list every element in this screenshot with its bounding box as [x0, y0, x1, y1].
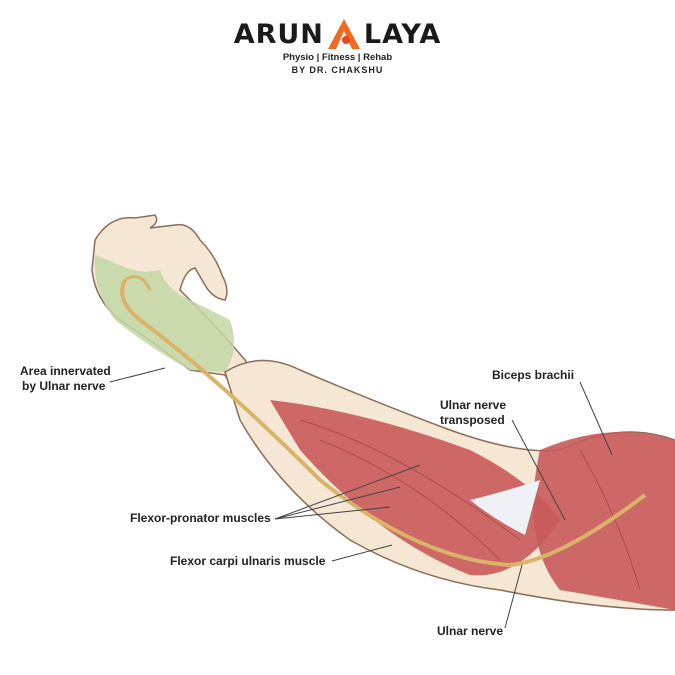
biceps-brachii	[533, 432, 675, 610]
logo-byline: BY DR. CHAKSHU	[291, 65, 384, 75]
label-line: transposed	[440, 413, 505, 427]
label-ulnar-nerve: Ulnar nerve	[437, 624, 504, 638]
logo-a-icon	[327, 19, 360, 49]
label-flexor-pronator: Flexor-pronator muscles	[130, 511, 271, 525]
logo-tagline: Physio | Fitness | Rehab	[282, 52, 393, 63]
logo: ARUN LAYA Physio | Fitness | Rehab BY DR…	[0, 18, 675, 76]
label-area-innervated: Area innervated by Ulnar nerve	[20, 364, 111, 394]
logo-wordmark: ARUN LAYA	[0, 18, 675, 50]
logo-name-right: LAYA	[363, 18, 442, 50]
flexor-pronator-muscles	[270, 400, 560, 576]
ulnar-nerve	[120, 279, 647, 568]
label-ulnar-transposed: Ulnar nerve transposed	[440, 398, 506, 428]
label-line: Ulnar nerve	[440, 398, 507, 412]
label-line: Area innervated	[20, 364, 111, 378]
label-biceps: Biceps brachii	[492, 368, 575, 382]
logo-name-left: ARUN	[233, 18, 324, 50]
innervated-area	[94, 255, 235, 372]
tendon	[470, 480, 540, 535]
label-line: by Ulnar nerve	[22, 379, 106, 393]
label-flexor-carpi: Flexor carpi ulnaris muscle	[170, 554, 326, 568]
